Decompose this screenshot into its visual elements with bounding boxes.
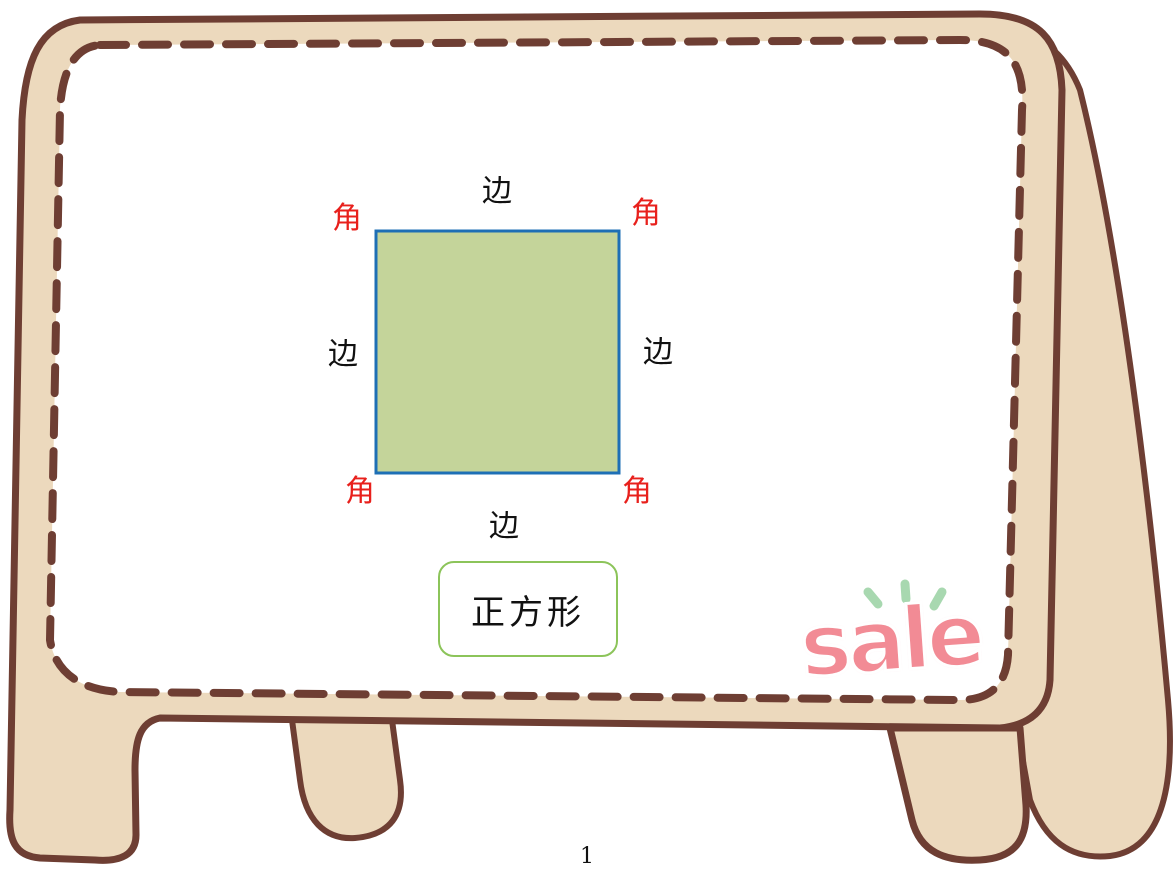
board-back-leg-left bbox=[285, 687, 404, 842]
board-front-leg-right bbox=[886, 724, 1030, 864]
square-shape bbox=[374, 229, 621, 475]
corner-label-bottom-left: 角 bbox=[345, 474, 375, 509]
corner-label-top-right: 角 bbox=[631, 196, 661, 231]
shape-name-box: 正方形 bbox=[438, 561, 618, 657]
side-label-bottom: 边 bbox=[489, 509, 519, 544]
side-label-right: 边 bbox=[643, 335, 673, 370]
side-label-top: 边 bbox=[482, 174, 512, 209]
side-label-left: 边 bbox=[328, 337, 358, 372]
corner-label-bottom-right: 角 bbox=[622, 474, 652, 509]
corner-label-top-left: 角 bbox=[332, 201, 362, 236]
sale-sparkles bbox=[863, 579, 947, 611]
page-number: 1 bbox=[580, 844, 594, 869]
shape-name-label: 正方形 bbox=[471, 592, 585, 633]
board-stitch-border bbox=[45, 35, 1027, 705]
sale-sticker: sale bbox=[795, 583, 986, 698]
